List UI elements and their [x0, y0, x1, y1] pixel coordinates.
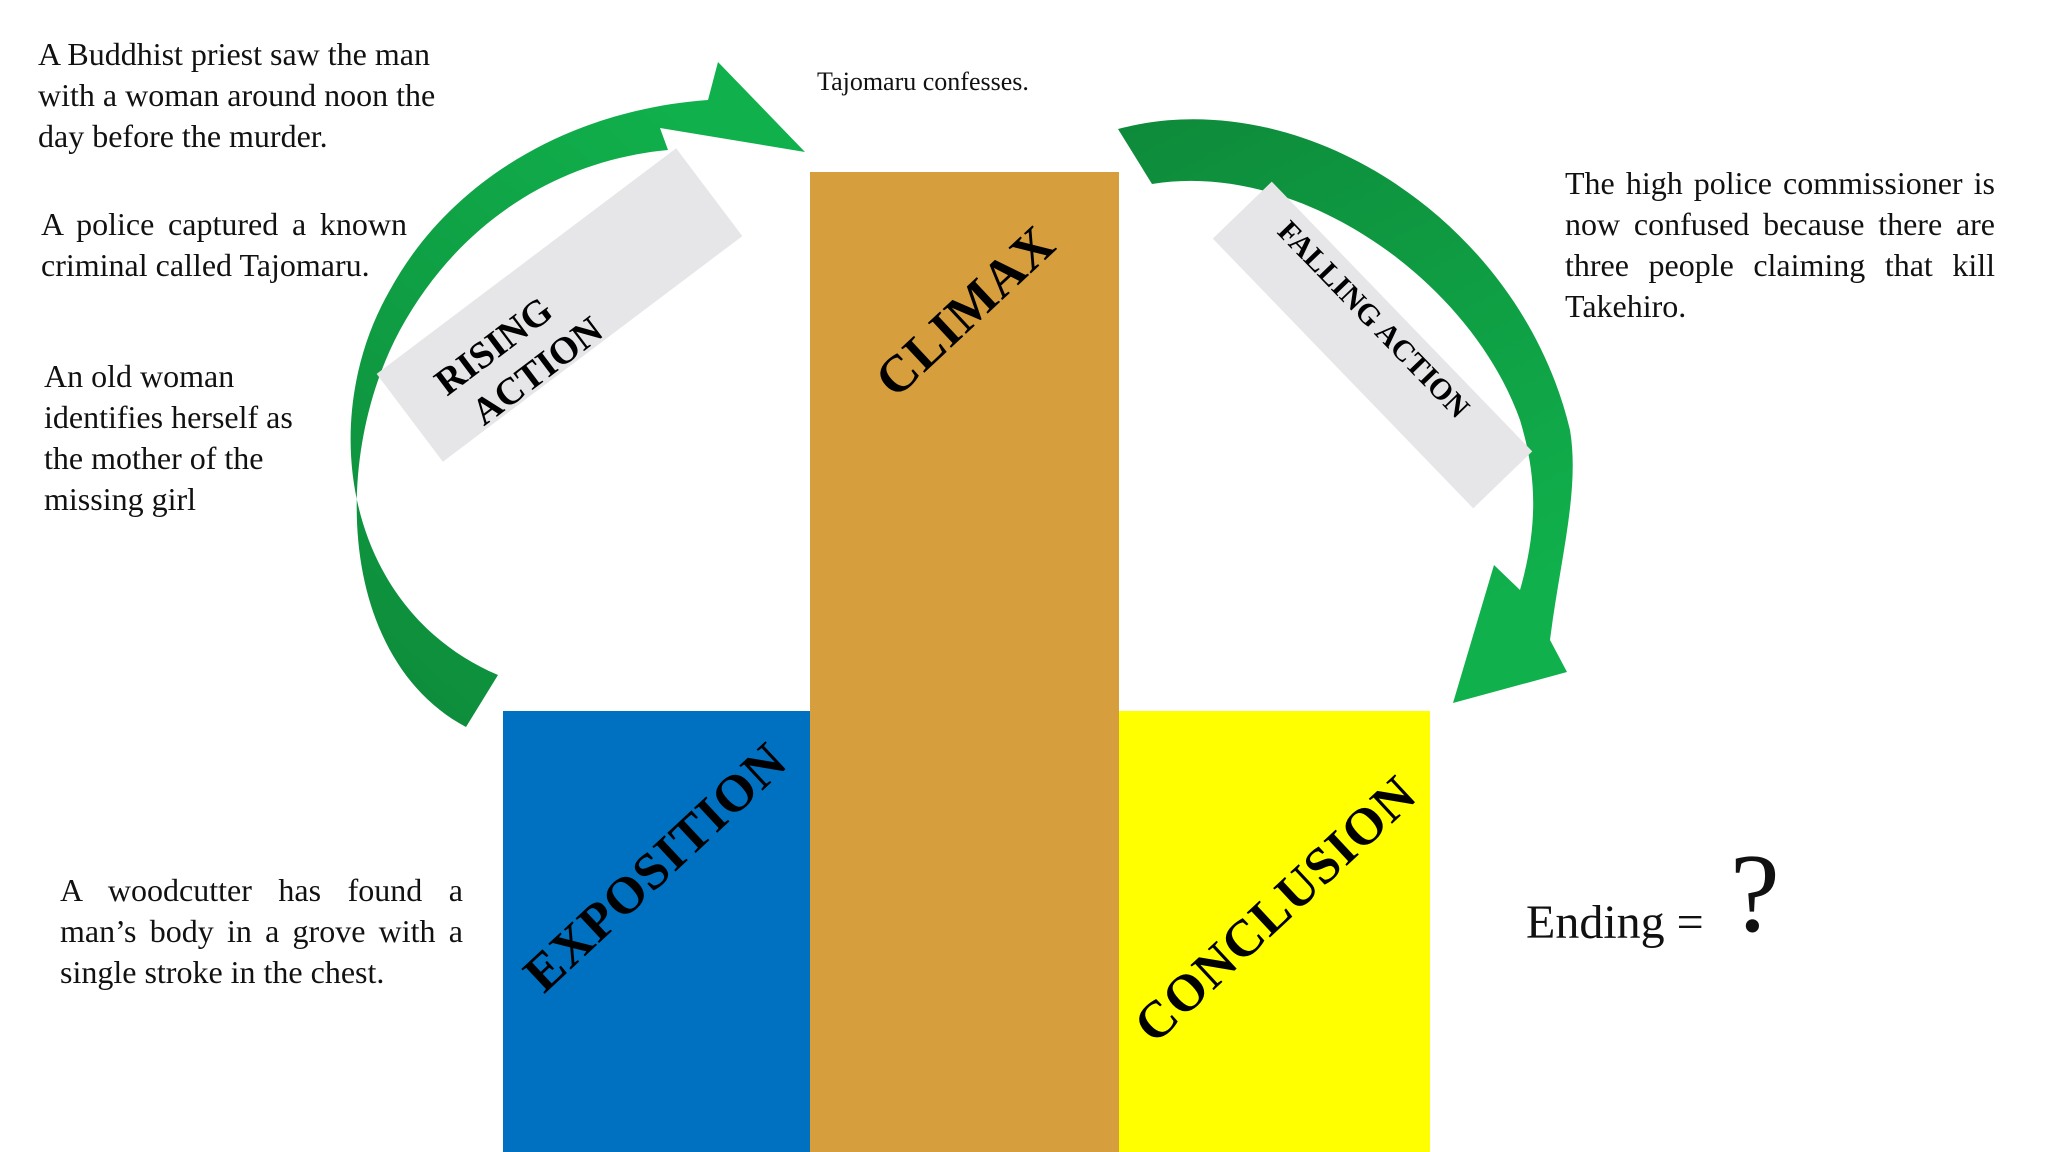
climax-note: Tajomaru confesses.	[817, 67, 1029, 96]
commissioner-note: The high police commissioner is now conf…	[1565, 165, 1995, 324]
exposition-bar	[503, 711, 810, 1152]
woodcutter-note: A woodcutter has found a man’s body in a…	[60, 872, 463, 990]
conclusion-bar	[1119, 711, 1430, 1152]
priest-note: A Buddhist priest saw the man with a wom…	[38, 36, 436, 154]
rising-arrow	[350, 62, 805, 727]
old-woman-note: An old woman identifies herself as the m…	[44, 358, 293, 517]
ending-label: Ending =	[1526, 896, 1704, 949]
police-note: A police captured a known criminal calle…	[41, 206, 407, 283]
question-mark: ?	[1730, 832, 1780, 956]
climax-bar	[810, 172, 1119, 1152]
falling-arrow	[1118, 119, 1573, 704]
